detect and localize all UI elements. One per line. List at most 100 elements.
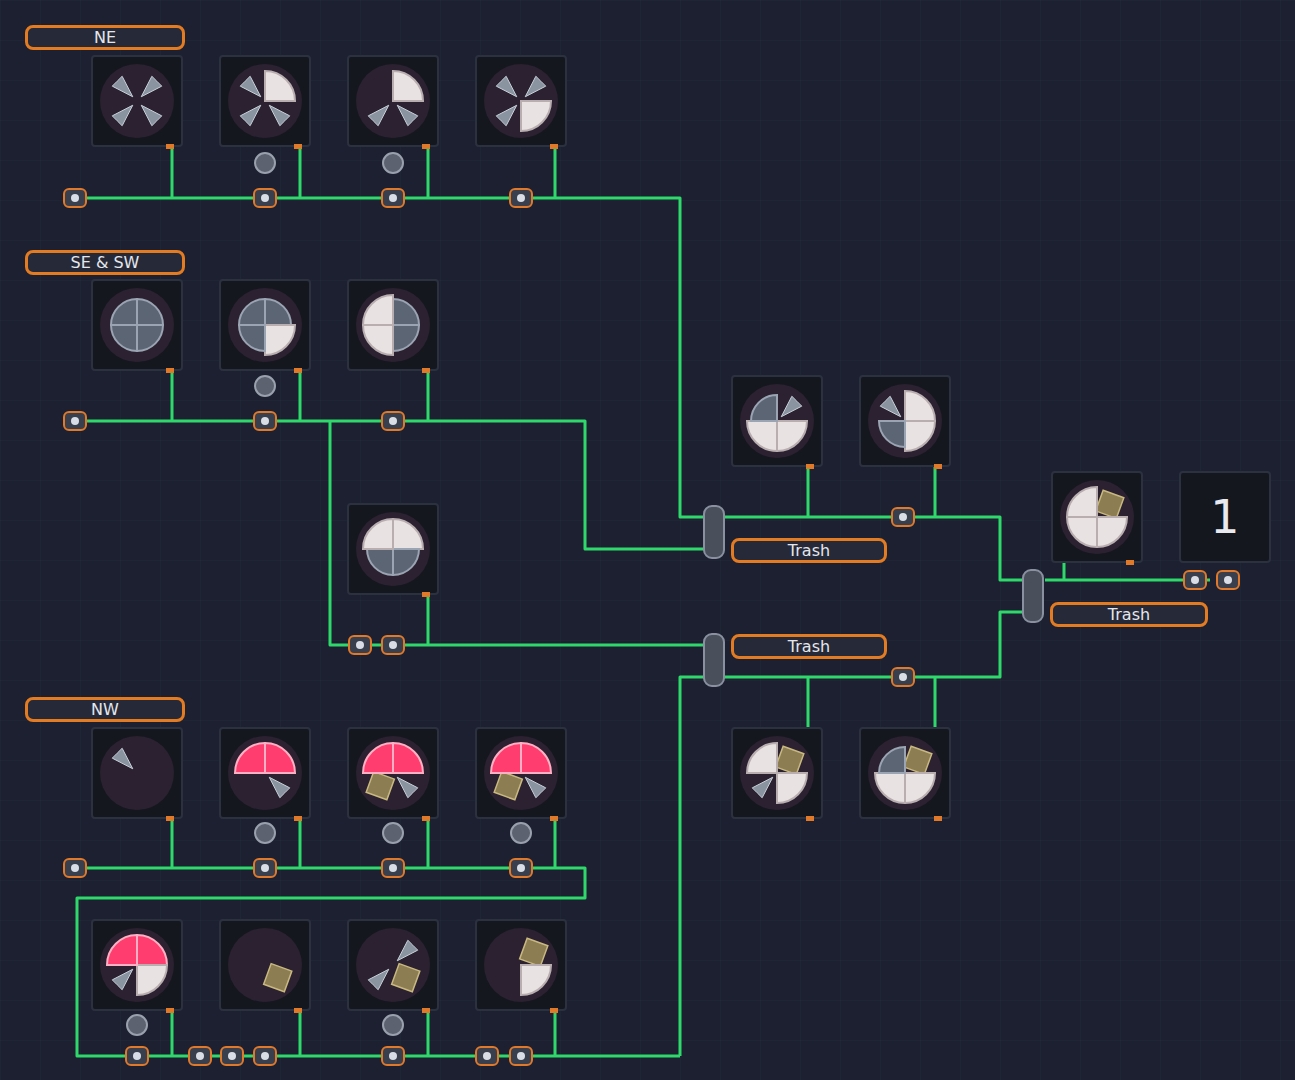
wire-part-dot (517, 1052, 525, 1060)
shape-disc (228, 928, 302, 1002)
shape-pin (397, 105, 418, 126)
shape-pin (112, 748, 133, 769)
wire-part-dot (71, 194, 79, 202)
shape-quadrant (1097, 517, 1127, 547)
shape-square (494, 772, 522, 800)
shape-tile (92, 280, 182, 370)
shape-quadrant (265, 71, 295, 101)
shape-disc (356, 736, 430, 810)
display-tile (1180, 472, 1270, 562)
signal-bulb (383, 823, 403, 843)
tile-port (294, 144, 302, 149)
signal-bulb (255, 153, 275, 173)
shape-pin (240, 76, 261, 97)
shape-pin (112, 76, 133, 97)
wire (427, 818, 430, 868)
shape-tile (92, 920, 182, 1010)
shape-pin (397, 777, 418, 798)
shape-quadrant (107, 935, 137, 965)
label-text: Trash (1108, 605, 1150, 624)
shape-disc (100, 928, 174, 1002)
shape-tile (732, 376, 822, 466)
shape-quadrant (777, 773, 807, 803)
tile-port (422, 816, 430, 821)
shape-quadrant (137, 325, 163, 351)
shape-quadrant (905, 421, 935, 451)
label-text: SE & SW (71, 253, 140, 272)
wire (299, 1010, 302, 1056)
wire-part (510, 189, 532, 207)
tile-port (294, 816, 302, 821)
shape-disc (484, 736, 558, 810)
tile-port (422, 144, 430, 149)
tile-port (1126, 560, 1134, 565)
wire-part-dot (133, 1052, 141, 1060)
wire (299, 146, 302, 198)
wire-part (254, 412, 276, 430)
shape-quadrant (137, 935, 167, 965)
shape-tile (476, 920, 566, 1010)
wire-part (189, 1047, 211, 1065)
tile-port (294, 1008, 302, 1013)
wire-part-dot (389, 194, 397, 202)
wire (427, 146, 430, 198)
shape-tile (860, 376, 950, 466)
tile-port (422, 1008, 430, 1013)
shape-square (776, 746, 804, 774)
wire (680, 612, 1030, 1056)
tile-port (166, 816, 174, 821)
signal-bulb (383, 1015, 403, 1035)
shape-quadrant (1067, 517, 1097, 547)
shape-disc (228, 64, 302, 138)
splitter (1023, 570, 1043, 622)
tile-port (294, 368, 302, 373)
wire-part-dot (389, 641, 397, 649)
wire-part (382, 189, 404, 207)
wire (807, 677, 810, 728)
shape-quadrant (363, 519, 393, 549)
label-text: Trash (788, 637, 830, 656)
wire (299, 818, 302, 868)
wire (171, 818, 174, 868)
sign-label: NE (25, 25, 185, 50)
tile-port (806, 816, 814, 821)
shape-square (366, 772, 394, 800)
shape-quadrant (265, 743, 295, 773)
wire (70, 868, 680, 1056)
shape-quadrant (521, 965, 551, 995)
shape-quadrant (363, 325, 393, 355)
label-text: NE (94, 28, 116, 47)
wire-part-dot (517, 864, 525, 872)
shape-quadrant (875, 773, 905, 803)
shape-disc (100, 288, 174, 362)
wire (70, 421, 705, 549)
wire (720, 517, 1030, 580)
shape-pin (752, 777, 773, 798)
wire-part-dot (389, 864, 397, 872)
shape-disc (740, 384, 814, 458)
wire-part (1217, 571, 1239, 589)
wire-part-dot (899, 513, 907, 521)
shape-quadrant (111, 299, 137, 325)
sign-label: Trash (1050, 602, 1208, 627)
shape-quadrant (239, 325, 265, 351)
shape-quadrant (137, 965, 167, 995)
shape-pin (112, 969, 133, 990)
wire-part (349, 636, 371, 654)
shape-disc (740, 736, 814, 810)
shape-quadrant (393, 325, 419, 351)
shape-disc (356, 512, 430, 586)
wire-part-dot (899, 673, 907, 681)
wire (70, 198, 712, 517)
wire-part (892, 668, 914, 686)
shape-tile (348, 728, 438, 818)
wire-part-dot (261, 1052, 269, 1060)
wire-part (476, 1047, 498, 1065)
shape-quadrant (393, 519, 423, 549)
wire (427, 594, 430, 645)
shape-quadrant (265, 299, 291, 325)
shape-disc (356, 928, 430, 1002)
shape-pin (141, 105, 162, 126)
splitter (704, 506, 724, 558)
